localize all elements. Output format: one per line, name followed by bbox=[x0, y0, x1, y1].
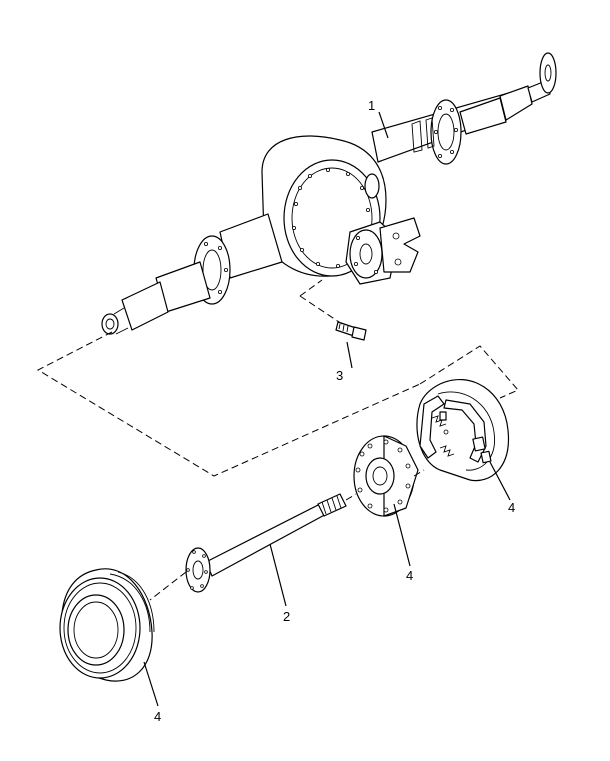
breather-plug bbox=[335, 321, 367, 341]
callout-leaders bbox=[143, 111, 511, 707]
callout-axle-shaft: 2 bbox=[283, 609, 290, 624]
hub-flange bbox=[353, 435, 419, 517]
callout-axle-housing: 1 bbox=[368, 98, 375, 113]
callout-breather-plug: 3 bbox=[336, 368, 343, 383]
callout-brake-drum: 4 bbox=[154, 709, 161, 724]
axle-housing bbox=[101, 52, 557, 335]
assembly-guide-lines bbox=[36, 279, 519, 601]
axle-shaft bbox=[185, 493, 347, 593]
brake-drum bbox=[59, 568, 155, 682]
callout-hub-flange: 4 bbox=[406, 568, 413, 583]
callout-brake-shoe-assembly: 4 bbox=[508, 500, 515, 515]
brake-shoe-assembly bbox=[416, 379, 510, 482]
